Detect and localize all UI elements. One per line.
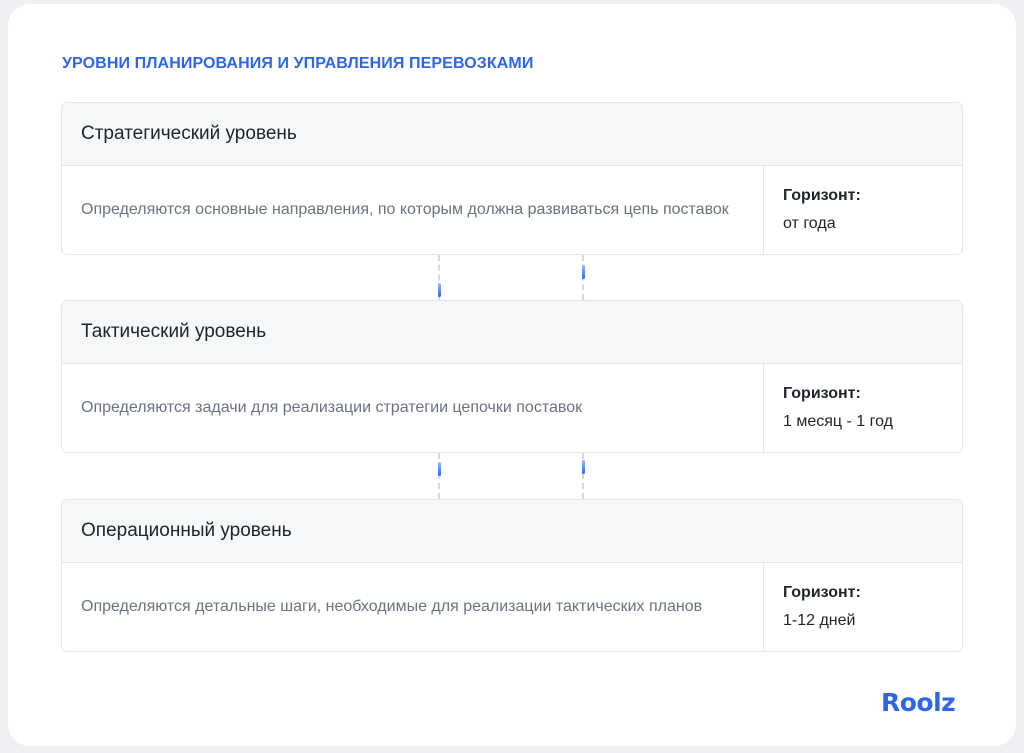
connector-pulse — [582, 460, 585, 474]
connector-line-left — [438, 255, 440, 300]
connector-pulse — [438, 283, 441, 297]
level-card-body: Определяются основные направления, по ко… — [62, 166, 962, 254]
level-title: Операционный уровень — [81, 520, 292, 541]
connector-line-right — [582, 453, 584, 499]
roolz-logo: Roolz — [881, 688, 956, 717]
horizon-label: Горизонт: — [783, 584, 861, 601]
level-card-strategic: Стратегический уровень Определяются осно… — [61, 102, 963, 255]
level-card-body: Определяются задачи для реализации страт… — [62, 364, 962, 452]
level-card-header: Тактический уровень — [62, 301, 962, 364]
level-card-header: Операционный уровень — [62, 500, 962, 563]
level-description: Определяются основные направления, по ко… — [81, 201, 729, 218]
horizon-cell: Горизонт: от года — [763, 166, 962, 254]
level-title: Стратегический уровень — [81, 123, 297, 144]
level-card-body: Определяются детальные шаги, необходимые… — [62, 563, 962, 651]
horizon-cell: Горизонт: 1 месяц - 1 год — [763, 364, 962, 452]
connector-pulse — [438, 462, 441, 476]
horizon-label: Горизонт: — [783, 187, 861, 204]
level-title: Тактический уровень — [81, 321, 267, 342]
diagram-title: УРОВНИ ПЛАНИРОВАНИЯ И УПРАВЛЕНИЯ ПЕРЕВОЗ… — [62, 55, 534, 72]
horizon-cell: Горизонт: 1-12 дней — [763, 563, 962, 651]
level-card-header: Стратегический уровень — [62, 103, 962, 166]
connector-pulse — [582, 265, 585, 279]
horizon-value: 1 месяц - 1 год — [783, 413, 893, 430]
horizon-value: от года — [783, 215, 836, 232]
horizon-label: Горизонт: — [783, 385, 861, 402]
level-card-operational: Операционный уровень Определяются деталь… — [61, 499, 963, 652]
connector-line-left — [438, 453, 440, 499]
level-description: Определяются задачи для реализации страт… — [81, 399, 583, 416]
horizon-value: 1-12 дней — [783, 612, 856, 629]
level-card-tactical: Тактический уровень Определяются задачи … — [61, 300, 963, 453]
level-description: Определяются детальные шаги, необходимые… — [81, 598, 703, 615]
